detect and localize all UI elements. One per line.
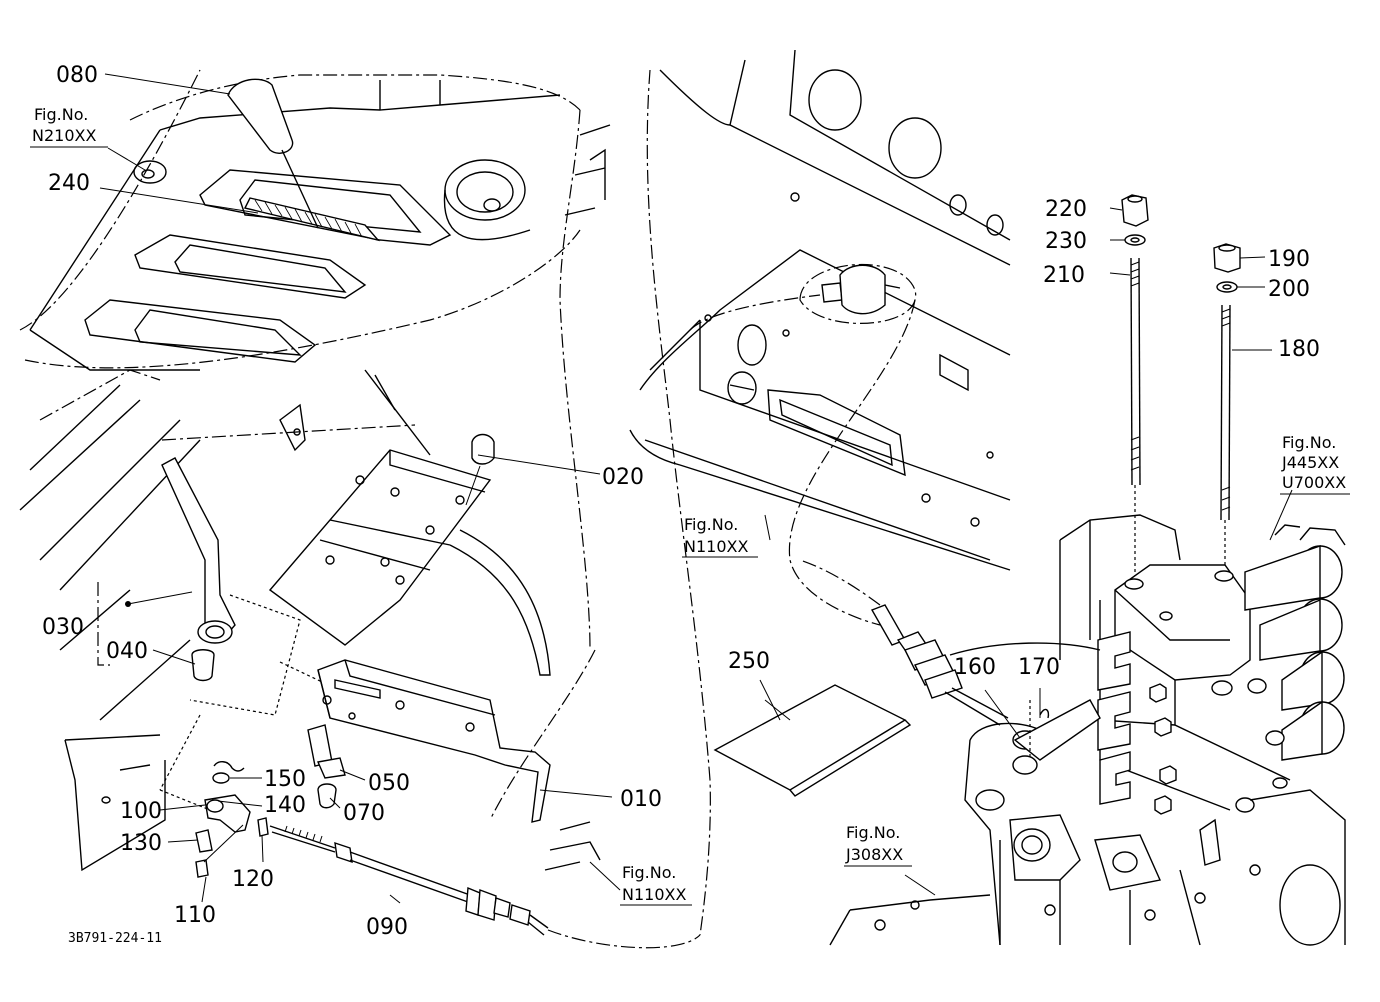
part-number-labels: 080 240 020 030 040 150 050 140 070 010 … xyxy=(42,63,1320,940)
part-number-020: 020 xyxy=(602,465,644,490)
part-number-240: 240 xyxy=(48,171,90,196)
part-number-140: 140 xyxy=(264,793,306,818)
part-number-030: 030 xyxy=(42,615,84,640)
part-number-130: 130 xyxy=(120,831,162,856)
part-number-120: 120 xyxy=(232,867,274,892)
part-number-220: 220 xyxy=(1045,197,1087,222)
part-number-010: 010 xyxy=(620,787,662,812)
chassis-wall-drawing xyxy=(629,49,1011,626)
part-number-110: 110 xyxy=(174,903,216,928)
fig-ref-j445: J445XX xyxy=(1281,453,1339,472)
part-number-180: 180 xyxy=(1278,337,1320,362)
part-number-090: 090 xyxy=(366,915,408,940)
drawing-code: 3B791-224-11 xyxy=(68,931,162,946)
leader-lines xyxy=(99,73,1293,904)
fig-ref-label-j445: Fig.No. xyxy=(1282,433,1336,452)
fig-ref-j308: J308XX xyxy=(845,845,903,864)
part-number-100: 100 xyxy=(120,799,162,824)
part-number-250: 250 xyxy=(728,649,770,674)
part-number-160: 160 xyxy=(954,655,996,680)
part-number-210: 210 xyxy=(1043,263,1085,288)
part-number-170: 170 xyxy=(1018,655,1060,680)
part-number-200: 200 xyxy=(1268,277,1310,302)
part-number-080: 080 xyxy=(56,63,98,88)
part-number-050: 050 xyxy=(368,771,410,796)
part-number-070: 070 xyxy=(343,801,385,826)
fig-ref-label-n110-upper: Fig.No. xyxy=(684,515,738,534)
part-number-230: 230 xyxy=(1045,229,1087,254)
fig-ref-n110-upper: N110XX xyxy=(684,537,748,556)
part-number-040: 040 xyxy=(106,639,148,664)
part-number-150: 150 xyxy=(264,767,306,792)
figure-reference-labels: Fig.No. N210XX Fig.No. N110XX Fig.No. N1… xyxy=(30,105,1350,906)
fig-ref-u700: U700XX xyxy=(1282,473,1346,492)
control-valve-drawing xyxy=(713,194,1346,946)
fig-ref-label-j308: Fig.No. xyxy=(846,823,900,842)
part-number-190: 190 xyxy=(1268,247,1310,272)
fig-ref-label-n210: Fig.No. xyxy=(34,105,88,124)
fig-ref-n210: N210XX xyxy=(32,126,96,145)
operator-console-drawing xyxy=(19,69,701,949)
fig-ref-n110-lower: N110XX xyxy=(622,885,686,904)
fig-ref-label-n110-lower: Fig.No. xyxy=(622,863,676,882)
